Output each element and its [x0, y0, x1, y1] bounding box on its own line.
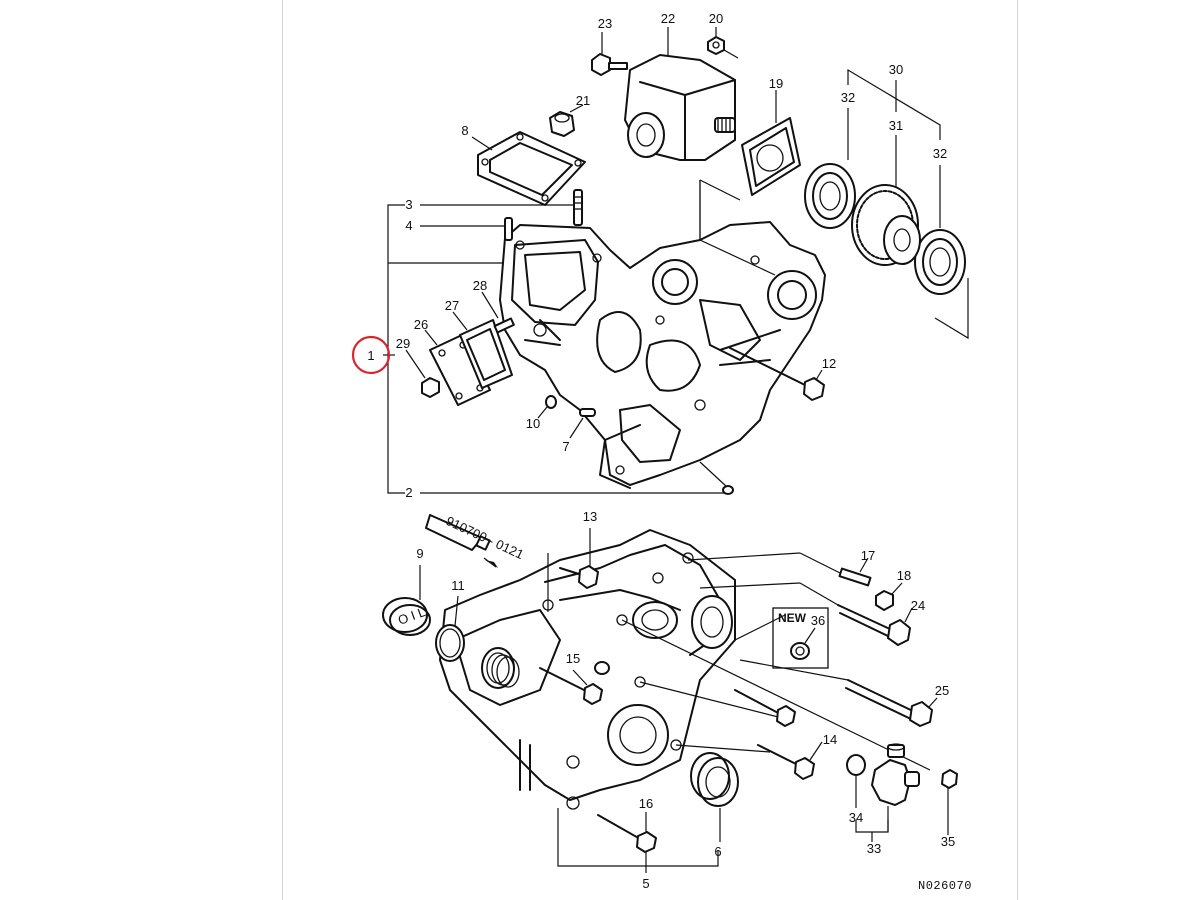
- drawing-number: N026070: [918, 879, 972, 893]
- group-bracket-30: [699, 68, 969, 340]
- callout-20: 20: [709, 11, 723, 26]
- callout-4: 4: [405, 218, 412, 233]
- callout-35: 35: [941, 834, 955, 849]
- callout-18: 18: [897, 568, 911, 583]
- callout-9: 9: [416, 546, 423, 561]
- callout-26: 26: [414, 317, 428, 332]
- oil-filler-spring: [481, 647, 520, 689]
- callout-10: 10: [526, 416, 540, 431]
- sealant-tube: 910700 - 0121: [425, 513, 526, 568]
- callout-29: 29: [396, 336, 410, 351]
- part-6-oil-seal: [690, 752, 739, 842]
- callout-25: 25: [935, 683, 949, 698]
- part-3-stud: [573, 189, 583, 226]
- group-bracket-5: [557, 808, 719, 873]
- part-20-nut: [707, 27, 739, 59]
- callout-24: 24: [911, 598, 925, 613]
- callout-6: 6: [714, 844, 721, 859]
- new-part-36-box: NEW: [772, 607, 829, 669]
- callout-3: 3: [405, 197, 412, 212]
- part-25-bolt: [845, 679, 938, 727]
- part-32-bearing-rear: [914, 229, 966, 295]
- part-13-bolt: [547, 528, 599, 612]
- part-14-bolts: [734, 689, 823, 780]
- callout-22: 22: [661, 11, 675, 26]
- part-12-bolt: [729, 347, 825, 401]
- cover-bolt-leaders: [621, 552, 931, 771]
- part-33-sensor-assembly: [871, 743, 920, 832]
- gear-case-housing: [499, 221, 826, 489]
- callout-14: 14: [823, 732, 837, 747]
- part-35-screw: [941, 769, 958, 835]
- part-29-nut: [405, 349, 440, 398]
- part-22-pump: [624, 27, 736, 161]
- part-17-stud: [838, 557, 872, 587]
- part-34-oring: [846, 754, 866, 808]
- callout-36: 36: [811, 613, 825, 628]
- callout-34: 34: [849, 810, 863, 825]
- callout-16: 16: [639, 796, 653, 811]
- part-26-cover: [424, 329, 491, 406]
- callout-33: 33: [867, 841, 881, 856]
- callout-7: 7: [562, 439, 569, 454]
- part-9-oil-cap: O I L: [382, 565, 431, 636]
- callout-1: 1: [367, 348, 374, 363]
- callout-15: 15: [566, 651, 580, 666]
- new-badge: NEW: [778, 611, 807, 625]
- callout-31: 31: [889, 118, 903, 133]
- part-11-oring: [435, 595, 465, 662]
- part-2-pin: [699, 461, 734, 495]
- callout-30: 30: [889, 62, 903, 77]
- part-24-bolt: [837, 604, 913, 646]
- callout-27: 27: [445, 298, 459, 313]
- callout-numbers: 1234567891011121314151617181920212223242…: [367, 11, 955, 891]
- callout-28: 28: [473, 278, 487, 293]
- group-bracket-33: [855, 820, 889, 842]
- callout-19: 19: [769, 76, 783, 91]
- callout-21: 21: [576, 93, 590, 108]
- callout-32: 32: [933, 146, 947, 161]
- part-10-oring: [537, 395, 557, 419]
- part-28-stud: [481, 291, 515, 334]
- callout-5: 5: [642, 876, 649, 891]
- part-27-gasket: [452, 311, 513, 389]
- part-21-nut: [549, 104, 584, 137]
- part-19-gasket: [741, 90, 801, 196]
- part-8-gasket: [471, 131, 586, 206]
- callout-13: 13: [583, 509, 597, 524]
- part-18-nut: [875, 582, 903, 611]
- callout-23: 23: [598, 16, 612, 31]
- part-31-gear: [851, 135, 921, 266]
- callout-12: 12: [822, 356, 836, 371]
- callout-8: 8: [461, 123, 468, 138]
- part-4-pin: [504, 217, 513, 241]
- part-32-bearing-front: [804, 163, 856, 229]
- part-16-bolt: [597, 812, 657, 853]
- highlight-circle-callout-1: [351, 335, 391, 375]
- part-15-bolt: [539, 661, 610, 705]
- part-7-dowel: [569, 408, 596, 439]
- callout-32: 32: [841, 90, 855, 105]
- callout-11: 11: [451, 578, 465, 593]
- part-23-bolt: [591, 32, 628, 76]
- callout-2: 2: [405, 485, 412, 500]
- callout-17: 17: [861, 548, 875, 563]
